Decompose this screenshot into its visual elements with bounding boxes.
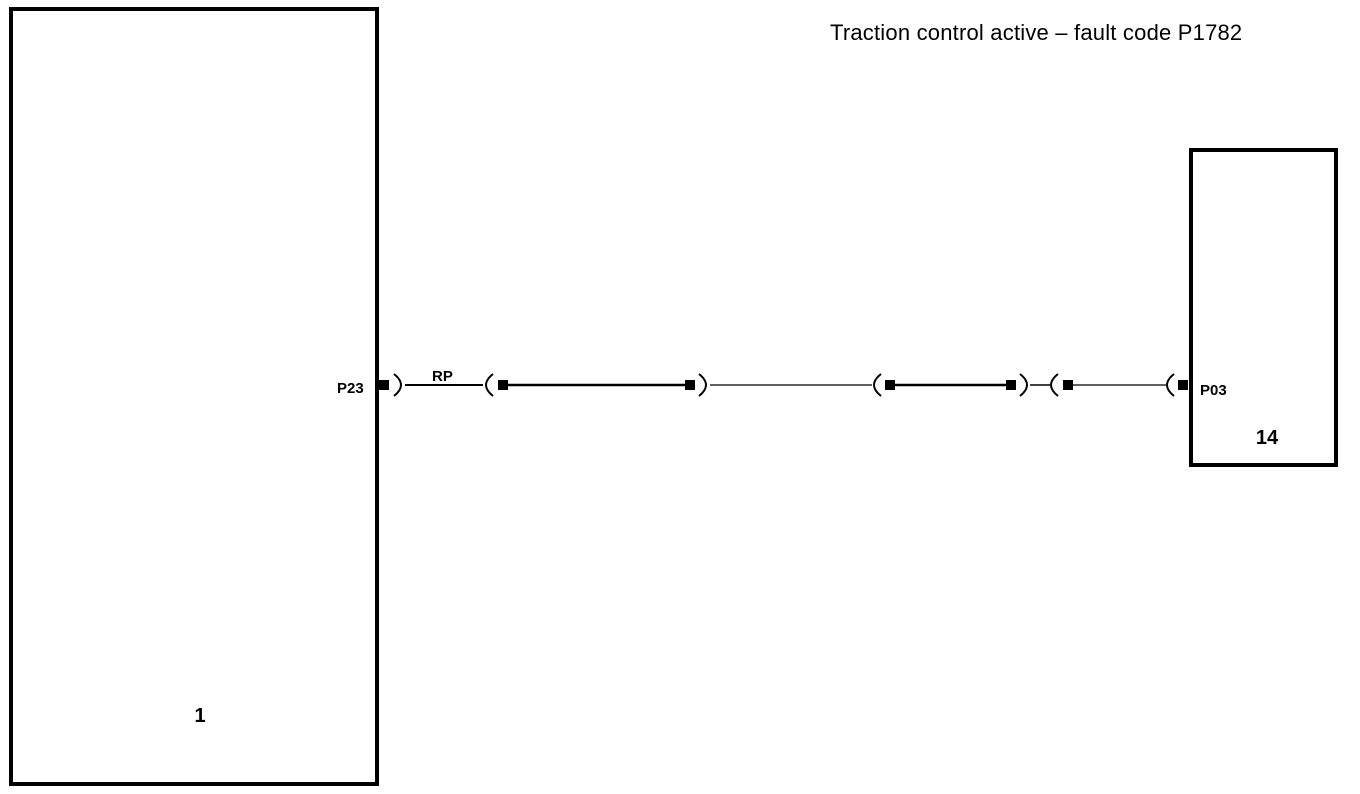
connector-arc-right — [393, 373, 402, 397]
terminal — [685, 380, 695, 390]
component-label-14: 14 — [1256, 427, 1279, 449]
terminal-p03 — [1178, 380, 1188, 390]
pin-label-right: P03 — [1200, 382, 1227, 399]
terminal-p23 — [379, 380, 389, 390]
connector-arc-right — [698, 373, 707, 397]
component-box-1 — [9, 7, 379, 786]
component-label-1: 1 — [194, 705, 205, 727]
connector-arc-right — [1019, 373, 1028, 397]
wire-label: RP — [432, 368, 453, 385]
connector-arc-left — [1050, 373, 1059, 397]
diagram-title: Traction control active – fault code P17… — [830, 20, 1243, 45]
terminal — [885, 380, 895, 390]
component-box-14 — [1189, 148, 1338, 467]
connector-arc-left — [485, 373, 494, 397]
terminal — [1006, 380, 1016, 390]
terminal — [1063, 380, 1073, 390]
connector-arc-left — [1166, 373, 1175, 397]
connector-arc-left — [873, 373, 882, 397]
pin-label-left: P23 — [337, 380, 364, 397]
terminal — [498, 380, 508, 390]
